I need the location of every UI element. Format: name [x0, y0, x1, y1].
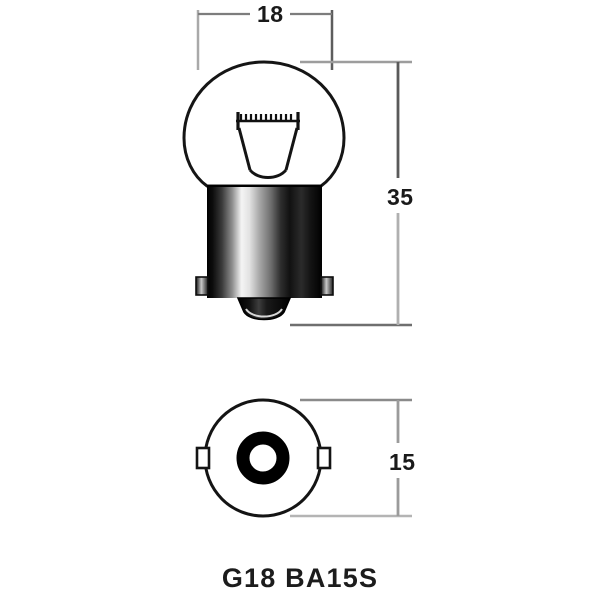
base-end-view [195, 398, 332, 518]
dimension-35 [290, 60, 412, 327]
part-caption: G18 BA15S [221, 563, 379, 593]
base-cylinder [207, 185, 322, 298]
metal-base [195, 185, 334, 321]
dimension-label-35: 35 [383, 182, 418, 213]
bayonet-pin-left [195, 276, 209, 296]
lead-wire-right [284, 127, 299, 171]
bayonet-pin-right [320, 276, 334, 296]
contact-ring [236, 431, 290, 485]
dimension-label-15: 15 [385, 447, 420, 478]
filament-coil-turns [239, 114, 293, 121]
cap-outer-circle [203, 398, 323, 518]
dimension-18 [196, 10, 334, 70]
globe-outline [182, 60, 346, 188]
lead-wire-left [237, 127, 252, 171]
bayonet-pin-right [316, 446, 332, 470]
glass-globe [182, 60, 346, 188]
dimension-label-18: 18 [252, 3, 289, 26]
bayonet-pin-left [195, 446, 211, 470]
filament-assembly [236, 112, 300, 179]
dimension-15 [290, 398, 412, 518]
contact-tip-highlight [245, 308, 283, 318]
filament-stem-arch [248, 168, 288, 179]
